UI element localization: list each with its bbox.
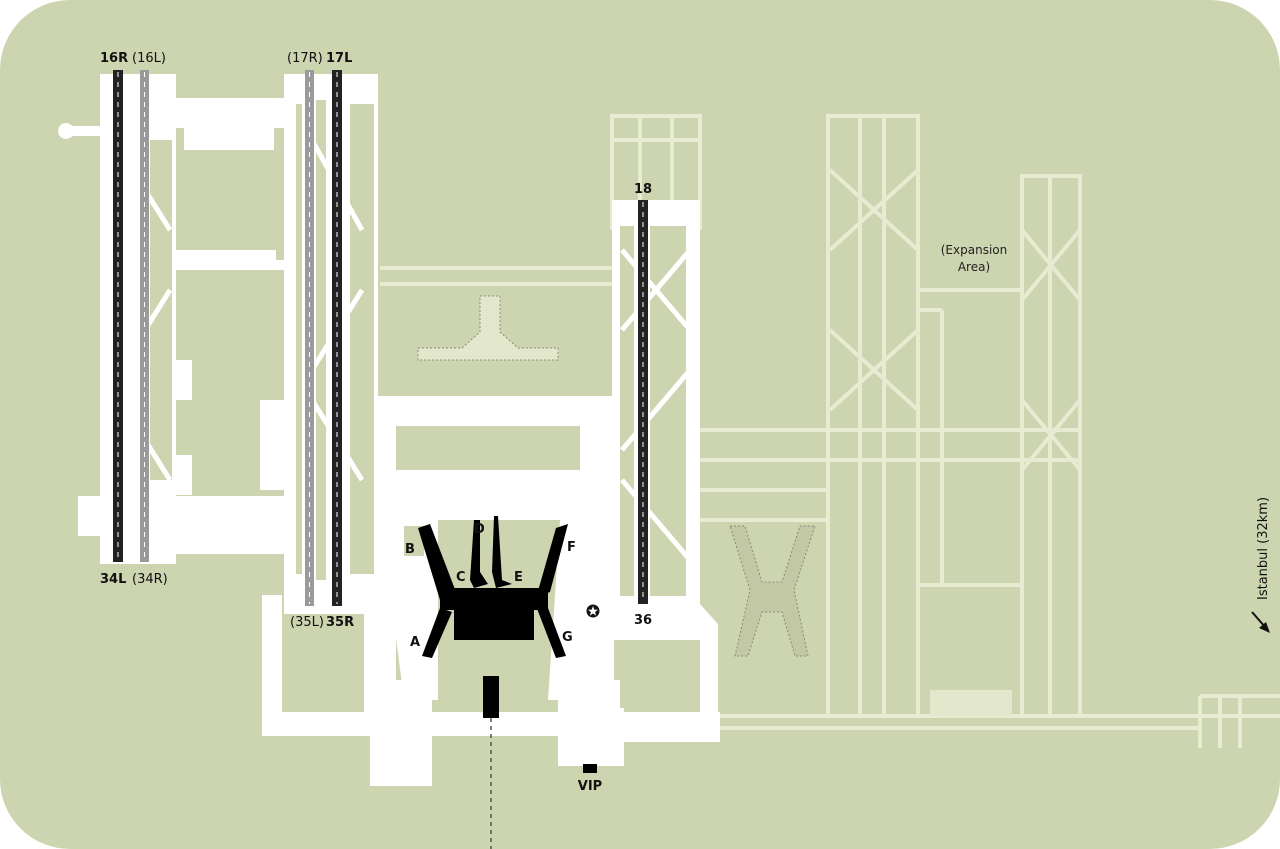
gate-label-g: G [562, 630, 573, 645]
runway-17L-35R [332, 70, 342, 606]
runway-label-17R: (17R) [287, 51, 323, 66]
runway-label-35R: 35R [326, 615, 354, 630]
gate-label-b: B [405, 542, 415, 557]
istanbul-label: Istanbul (32km) [1256, 497, 1271, 600]
expansion-taxiways [380, 114, 1280, 748]
runway-label-34L: 34L [100, 572, 126, 587]
gate-label-f: F [567, 540, 576, 555]
runway-label-36: 36 [634, 613, 652, 628]
vip-terminal[interactable] [583, 764, 597, 773]
runway-label-34R: (34R) [132, 572, 168, 587]
runway-label-16R: 16R [100, 51, 128, 66]
runway-17R-35L [305, 70, 314, 606]
planned-apron-east [729, 525, 816, 657]
gate-label-c: C [456, 570, 466, 585]
planned-apron-north [417, 295, 559, 361]
runway-label-16L: (16L) [132, 51, 166, 66]
vip-label: VIP [578, 779, 602, 794]
gate-label-a: A [410, 635, 420, 650]
runway-16R-34L [113, 70, 123, 562]
terminal-access-road [483, 676, 499, 718]
runway-label-18: 18 [634, 182, 652, 197]
expansion-area-label-line1: (Expansion [941, 243, 1007, 257]
runway-18-36 [638, 200, 648, 604]
gate-label-e: E [514, 570, 523, 585]
istanbul-arrow-icon [1251, 611, 1270, 633]
runway-16L-34R [140, 70, 149, 562]
star-marker[interactable] [586, 604, 600, 618]
runway-label-35L: (35L) [290, 615, 324, 630]
runway-label-17L: 17L [326, 51, 352, 66]
expansion-area-label-line2: Area) [958, 260, 990, 274]
gate-label-d: D [474, 522, 485, 537]
expansion-building [930, 690, 1012, 716]
terminal-building[interactable] [418, 516, 568, 658]
